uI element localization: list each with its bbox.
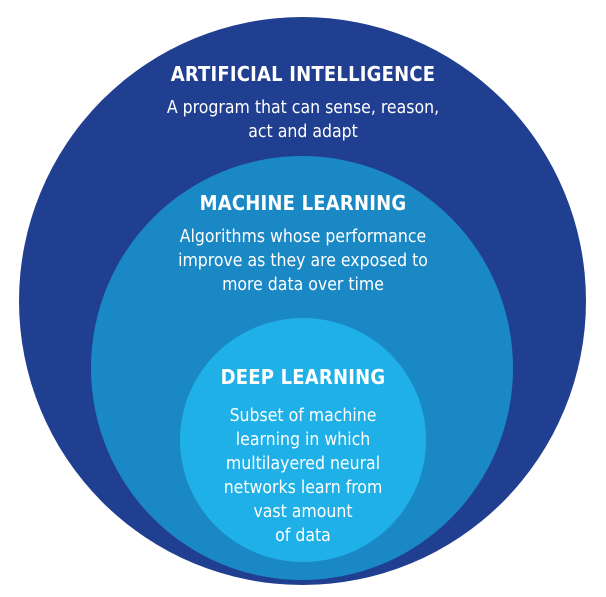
ml-title: MACHINE LEARNING (199, 191, 407, 215)
ml-description: Algorithms whose performance improve as … (178, 227, 428, 295)
dl-title: DEEP LEARNING (220, 365, 386, 389)
ai-title: ARTIFICIAL INTELLIGENCE (170, 62, 436, 86)
ai-description: A program that can sense, reason, act an… (166, 98, 440, 142)
dl-description: Subset of machine learning in which mult… (223, 406, 383, 546)
deep-learning-circle (180, 318, 426, 562)
